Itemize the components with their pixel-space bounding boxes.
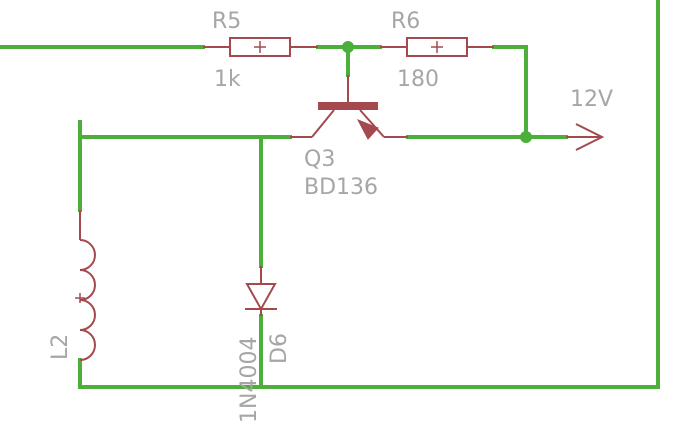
q3-ref-label: Q3 (304, 147, 335, 172)
r5-value-label: 1k (214, 67, 241, 92)
transistor-q3[interactable] (290, 75, 408, 140)
r6-ref-label: R6 (391, 9, 420, 34)
wire-bottom-rail (78, 0, 660, 389)
r6-value-label: 180 (397, 67, 439, 92)
junction-dot-r5-r6 (342, 41, 354, 53)
wire-r6-to-right (492, 45, 528, 139)
inductor-l2[interactable] (75, 210, 96, 361)
wires (0, 0, 660, 389)
l2-ref-label: L2 (48, 334, 73, 360)
supply-arrow-icon[interactable] (566, 123, 605, 151)
supply-net-label: 12V (570, 87, 613, 112)
resistor-r5[interactable] (203, 37, 318, 57)
emitter-arrow-icon (356, 119, 379, 140)
junction-dot-12v (520, 131, 532, 143)
q3-value-label: BD136 (304, 175, 378, 200)
d6-ref-label: D6 (267, 333, 292, 364)
r5-ref-label: R5 (212, 9, 241, 34)
resistor-r6[interactable] (380, 37, 494, 57)
junctions (342, 41, 532, 143)
d6-value-label: 1N4004 (237, 337, 262, 423)
diode-d6[interactable] (245, 266, 277, 316)
